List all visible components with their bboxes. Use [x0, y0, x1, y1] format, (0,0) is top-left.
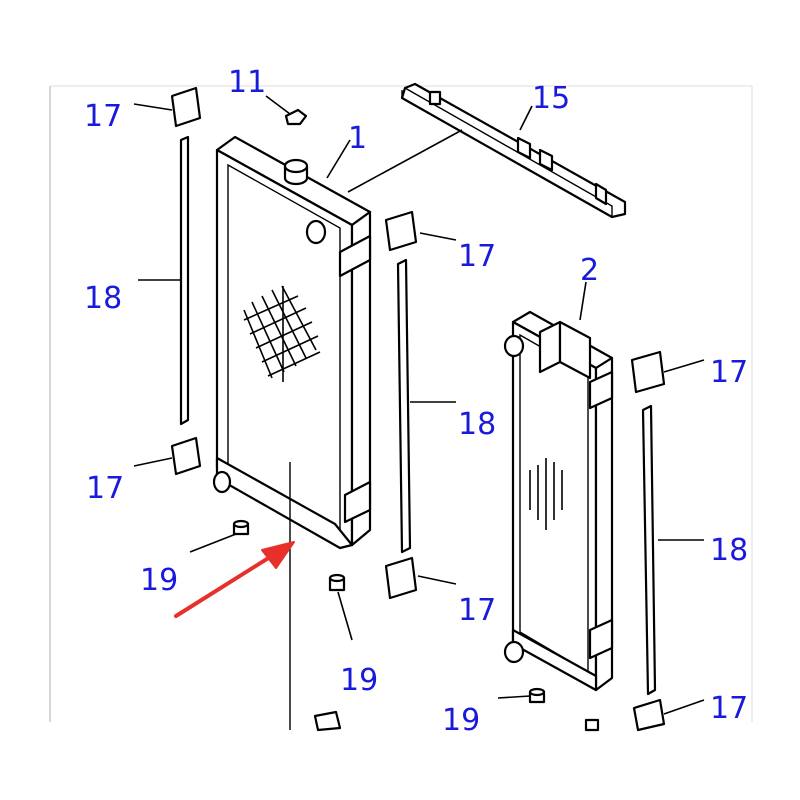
- part-15-bracket: [400, 82, 627, 219]
- label-19-center: 19: [340, 663, 378, 698]
- bottom-crop-band: [0, 732, 800, 800]
- part-11-cap: [284, 108, 308, 126]
- radiator-core-mesh: [243, 285, 321, 382]
- label-17-mid-bottom: 17: [458, 593, 496, 628]
- part-17-pads: [170, 86, 666, 732]
- label-17-right-bottom: 17: [710, 691, 748, 726]
- label-11: 11: [228, 65, 266, 100]
- label-18-right: 18: [710, 533, 748, 568]
- cooler-core-mesh: [529, 458, 563, 530]
- red-arrow-icon: [174, 541, 295, 618]
- label-17-bottom-left: 17: [86, 471, 124, 506]
- label-17-mid: 17: [458, 239, 496, 274]
- label-17-right-top: 17: [710, 355, 748, 390]
- label-17-top-left: 17: [84, 99, 122, 134]
- label-2: 2: [580, 253, 599, 288]
- label-19-left: 19: [140, 563, 178, 598]
- leader-lines: [133, 95, 705, 715]
- part-1-radiator: [212, 135, 372, 730]
- label-1: 1: [348, 121, 367, 156]
- label-18-left: 18: [84, 281, 122, 316]
- part-2-cooler: [503, 310, 614, 692]
- label-15: 15: [532, 81, 570, 116]
- part-18-seals: [179, 135, 657, 696]
- label-18-mid: 18: [458, 407, 496, 442]
- part-19-bolts: [232, 519, 600, 732]
